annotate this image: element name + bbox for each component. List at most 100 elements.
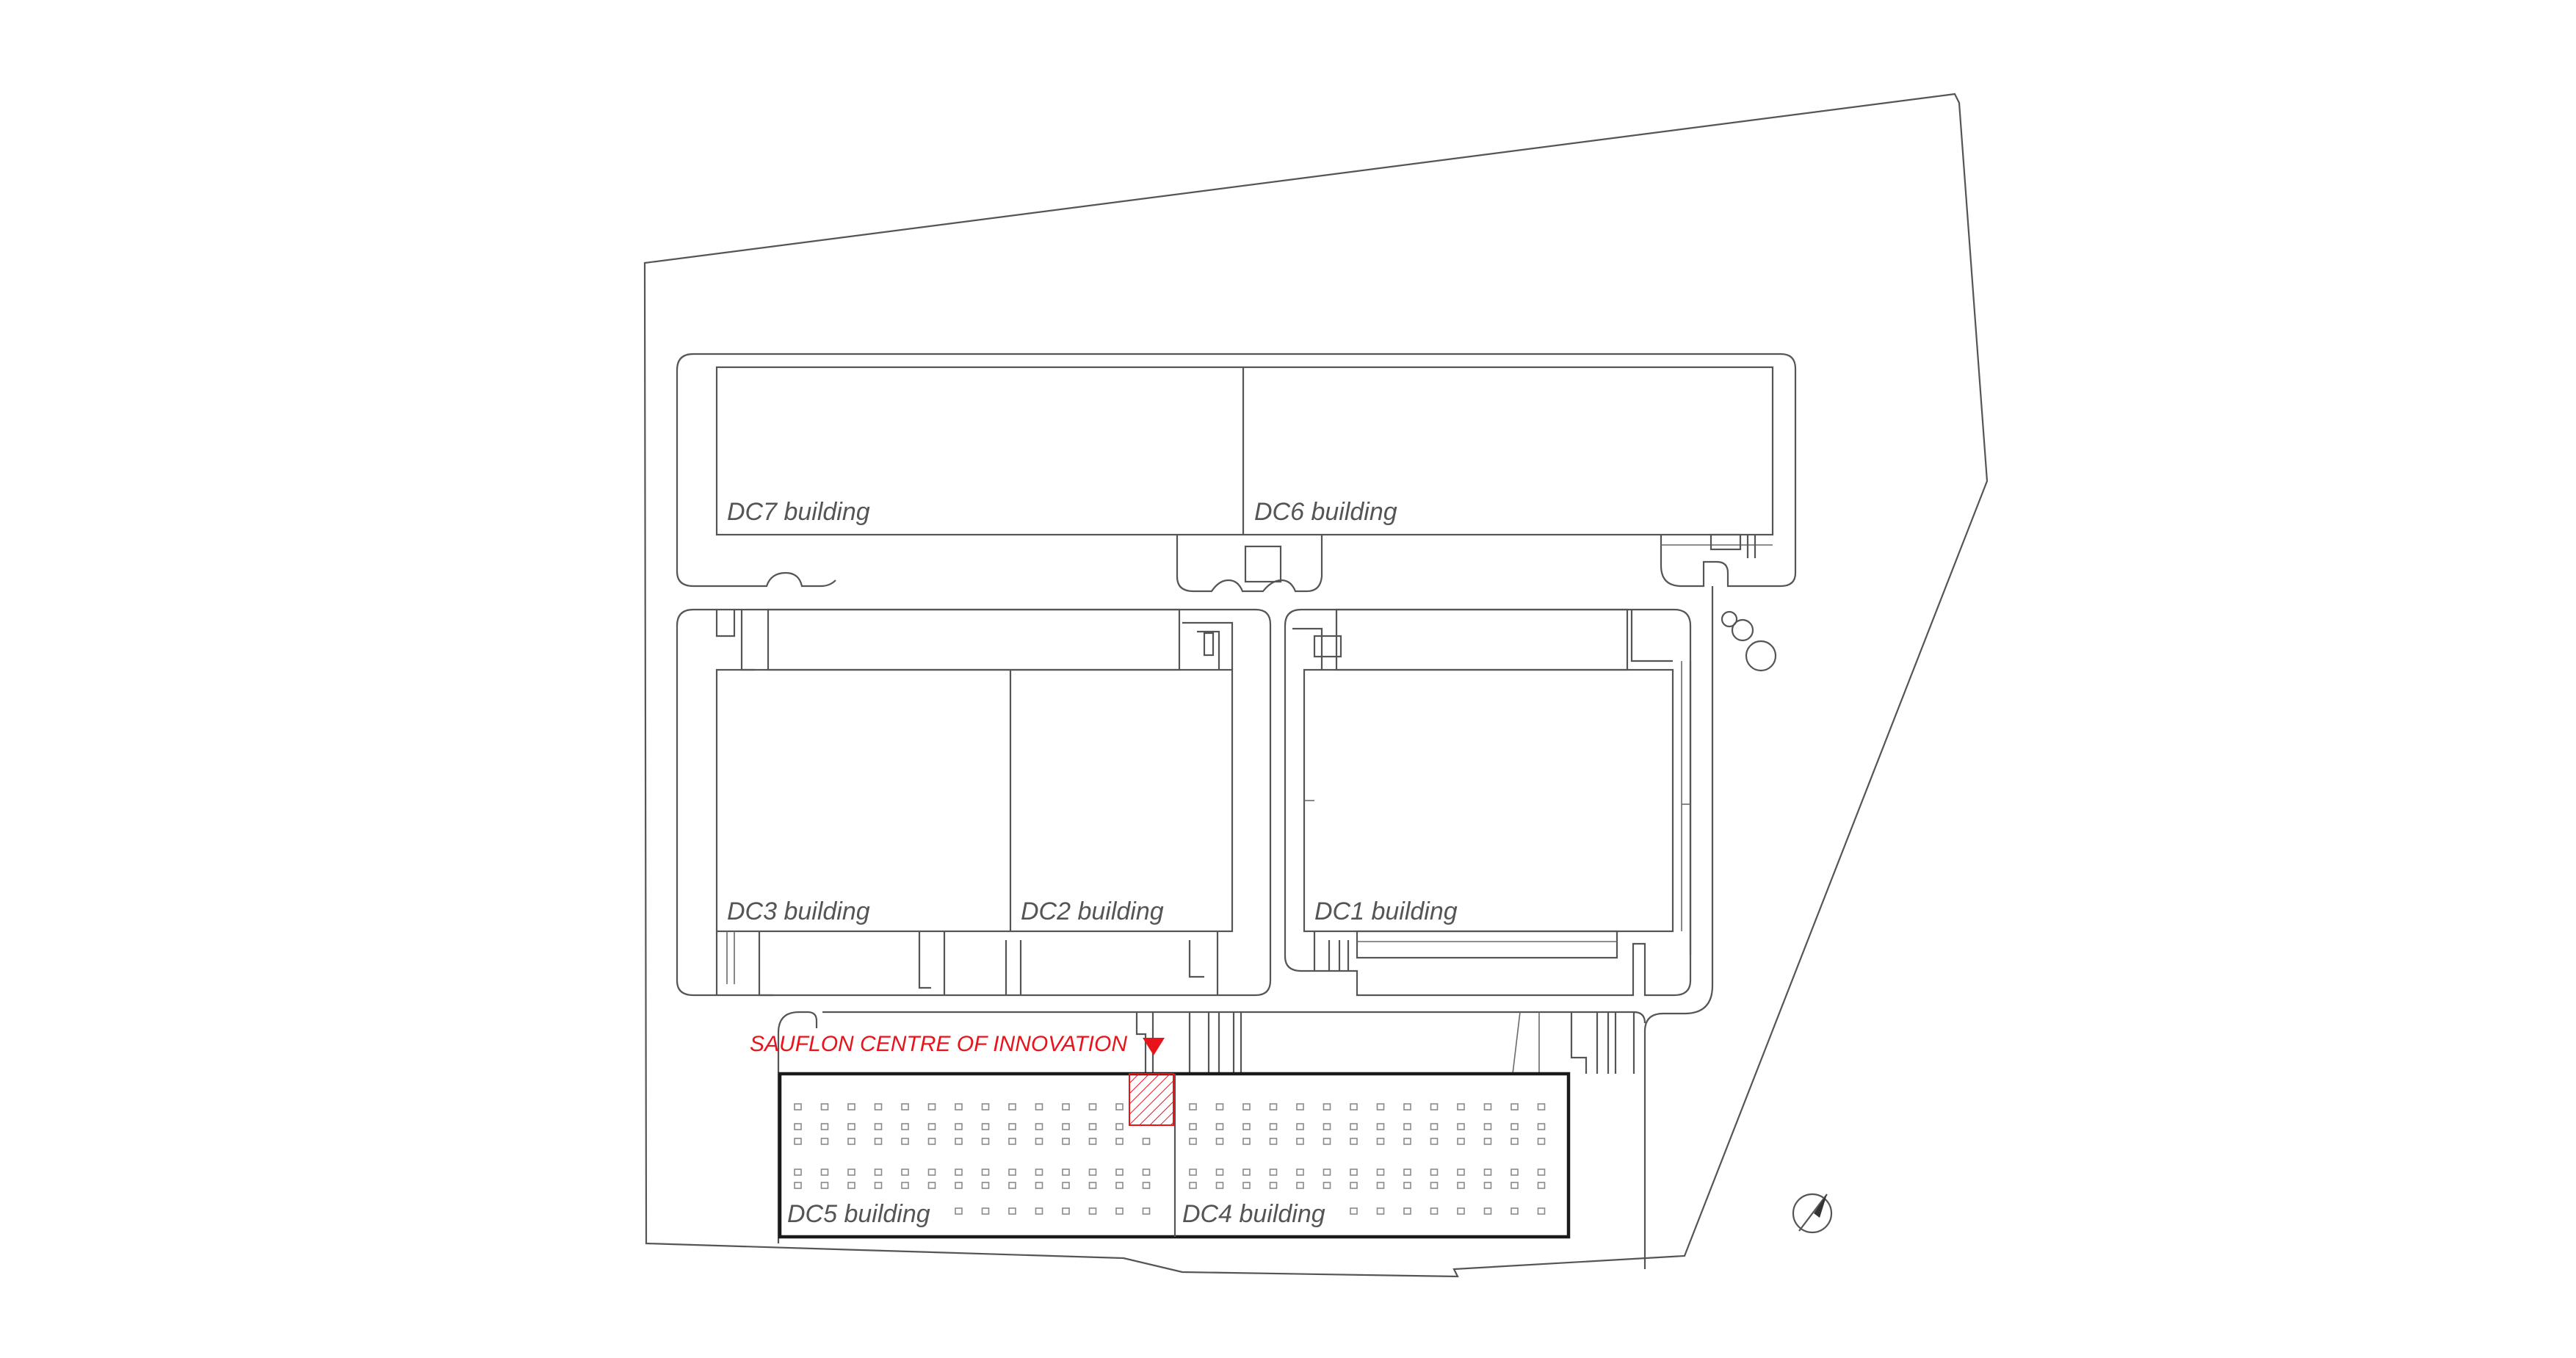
site-boundary [643, 93, 1989, 1278]
window-mark [794, 1103, 802, 1110]
window-mark [1008, 1169, 1016, 1176]
window-mark [1035, 1138, 1043, 1145]
window-mark [981, 1207, 990, 1215]
window-mark [820, 1182, 829, 1189]
window-mark [1189, 1123, 1197, 1130]
window-mark [1142, 1182, 1151, 1189]
window-mark [1142, 1169, 1151, 1176]
dc6-label: DC6 building [1254, 498, 1397, 526]
window-mark [1457, 1169, 1465, 1176]
window-mark [927, 1103, 936, 1110]
window-mark [1269, 1103, 1278, 1110]
tree-icon [1721, 610, 1738, 628]
window-mark [1457, 1103, 1465, 1110]
dc7-label: DC7 building [727, 498, 870, 526]
window-mark [1510, 1169, 1519, 1176]
window-mark [955, 1103, 963, 1110]
window-mark [1035, 1169, 1043, 1176]
window-mark [955, 1123, 963, 1130]
window-mark [847, 1182, 855, 1189]
window-mark [1269, 1138, 1278, 1145]
window-mark [981, 1123, 990, 1130]
tree-icon [1745, 640, 1777, 672]
window-mark [874, 1182, 883, 1189]
window-mark [1376, 1207, 1385, 1215]
window-mark [981, 1169, 990, 1176]
window-mark [1035, 1103, 1043, 1110]
window-mark [1008, 1182, 1016, 1189]
window-mark [847, 1169, 855, 1176]
window-mark [1008, 1123, 1016, 1130]
window-mark [1242, 1103, 1251, 1110]
innovation-centre-label: SAUFLON CENTRE OF INNOVATION [750, 1032, 1127, 1056]
window-mark [1403, 1182, 1411, 1189]
window-mark [927, 1169, 936, 1176]
window-mark [1483, 1103, 1492, 1110]
window-mark [1430, 1138, 1439, 1145]
window-mark [1537, 1182, 1546, 1189]
window-mark [1376, 1169, 1385, 1176]
window-mark [1376, 1138, 1385, 1145]
window-mark [874, 1138, 883, 1145]
window-mark [901, 1123, 909, 1130]
window-mark [1296, 1138, 1304, 1145]
window-mark [1215, 1182, 1224, 1189]
window-grid [794, 1103, 1546, 1215]
window-mark [955, 1207, 963, 1215]
dc1-label: DC1 building [1314, 897, 1458, 925]
location-marker-icon [1143, 1038, 1165, 1055]
window-mark [1242, 1169, 1251, 1176]
middle-right-block [1284, 608, 1692, 997]
window-mark [1008, 1138, 1016, 1145]
window-mark [1008, 1207, 1016, 1215]
window-mark [1457, 1182, 1465, 1189]
window-mark [1088, 1123, 1097, 1130]
window-mark [1483, 1169, 1492, 1176]
window-mark [981, 1103, 990, 1110]
window-mark [1350, 1103, 1358, 1110]
window-mark [1483, 1123, 1492, 1130]
window-mark [1296, 1182, 1304, 1189]
window-mark [1115, 1169, 1124, 1176]
window-mark [1189, 1182, 1197, 1189]
window-mark [927, 1138, 936, 1145]
window-mark [1296, 1123, 1304, 1130]
window-mark [1376, 1123, 1385, 1130]
window-mark [1457, 1138, 1465, 1145]
window-mark [1430, 1207, 1439, 1215]
window-mark [874, 1103, 883, 1110]
window-mark [1537, 1123, 1546, 1130]
window-mark [1088, 1182, 1097, 1189]
window-mark [794, 1123, 802, 1130]
window-mark [1323, 1169, 1331, 1176]
window-mark [1510, 1207, 1519, 1215]
window-mark [1457, 1123, 1465, 1130]
window-mark [1062, 1182, 1070, 1189]
window-mark [1142, 1138, 1151, 1145]
window-mark [1142, 1207, 1151, 1215]
window-mark [1062, 1123, 1070, 1130]
window-mark [1323, 1123, 1331, 1130]
window-mark [1242, 1138, 1251, 1145]
window-mark [1215, 1138, 1224, 1145]
window-mark [1510, 1182, 1519, 1189]
window-mark [1035, 1207, 1043, 1215]
window-mark [1323, 1103, 1331, 1110]
window-mark [927, 1182, 936, 1189]
window-mark [820, 1169, 829, 1176]
window-mark [1510, 1103, 1519, 1110]
innovation-centre-area [1129, 1073, 1174, 1126]
window-mark [1350, 1123, 1358, 1130]
window-mark [874, 1169, 883, 1176]
middle-left-block [676, 608, 1272, 997]
window-mark [847, 1138, 855, 1145]
window-mark [1537, 1169, 1546, 1176]
window-mark [1350, 1207, 1358, 1215]
window-mark [1115, 1123, 1124, 1130]
window-mark [1510, 1138, 1519, 1145]
dc4-label: DC4 building [1182, 1200, 1325, 1228]
window-mark [1115, 1182, 1124, 1189]
window-mark [1483, 1207, 1492, 1215]
window-mark [1035, 1182, 1043, 1189]
window-mark [794, 1169, 802, 1176]
